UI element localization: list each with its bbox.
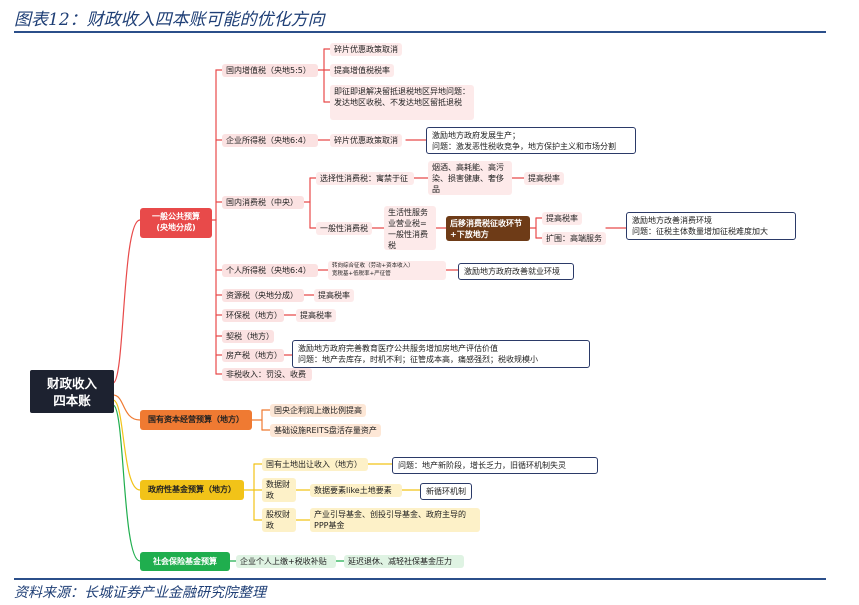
consumption-note-line1: 激励地方改善消费环境 — [632, 216, 712, 225]
land-note: 问题：地产新阶段，增长乏力，旧循环机制失灵 — [392, 457, 598, 474]
general-budget-sublabel: (央地分成) — [156, 223, 196, 232]
root-node: 财政收入四本账 — [30, 370, 114, 413]
soe-item-1: 国央企利润上缴比例提高 — [270, 404, 366, 417]
selective-action: 提高税率 — [524, 172, 564, 185]
root-label: 财政收入四本账 — [47, 376, 98, 408]
equity-item: 产业引导基金、创投引导基金、政府主导的PPP基金 — [310, 508, 480, 532]
title-rule — [14, 31, 826, 33]
consumption-node: 国内消费税（中央） — [222, 196, 304, 209]
general-budget-node: 一般公共预算 (央地分成) — [140, 208, 212, 238]
nontax-node: 非税收入：罚没、收费 — [222, 368, 312, 381]
general-consumption-detail: 生活性服务业营业税=一般性消费税 — [384, 206, 436, 250]
pit-note: 激励地方政府改善就业环境 — [458, 263, 574, 280]
cit-note: 激励地方政府发展生产； 问题：激发恶性税收竞争，地方保护主义和市场分割 — [426, 127, 636, 154]
pit-node: 个人所得税（央地6:4） — [222, 264, 318, 277]
source-note: 资料来源：长城证券产业金融研究院整理 — [14, 585, 266, 601]
cit-note-line2: 问题：激发恶性税收竞争，地方保护主义和市场分割 — [432, 142, 616, 151]
consumption-action-2: 扩围：高端服务 — [542, 232, 606, 245]
resource-tax-node: 资源税（央地分成） — [222, 289, 304, 302]
selective-tax-node: 选择性消费税：寓禁于征 — [316, 172, 414, 185]
soe-item-2: 基础设施REITS盘活存量资产 — [270, 424, 381, 437]
general-budget-label: 一般公共预算 — [152, 212, 200, 221]
cit-note-line1: 激励地方政府发展生产； — [432, 131, 520, 140]
property-tax-note: 激励地方政府完善教育医疗公共服务增加房地产评估价值 问题：地产去库存，时机不利；… — [292, 340, 590, 368]
vat-item-3-line1: 即征即退解决留抵退税地区异地问题： — [334, 87, 470, 96]
property-tax-node: 房产税（地方） — [222, 349, 284, 362]
social-item-2: 延迟退休、减轻社保基金压力 — [344, 555, 464, 568]
pit-item-line2: 宽税基+低税率+严征管 — [332, 271, 391, 277]
general-consumption-node: 一般性消费税 — [316, 222, 372, 235]
data-item: 数据要素like土地要素 — [310, 484, 402, 497]
selective-items: 烟酒、高耗能、高污染、损害健康、奢侈品 — [428, 161, 512, 195]
deed-tax-node: 契税（地方） — [222, 330, 274, 343]
resource-tax-item: 提高税率 — [314, 289, 354, 302]
figure-title: 图表12：财政收入四本账可能的优化方向 — [14, 10, 325, 30]
property-note-line2: 问题：地产去库存，时机不利；征管成本高，痛感强烈；税收规模小 — [298, 355, 538, 364]
equity-fiscal-node: 股权财政 — [262, 508, 296, 532]
pit-item: 转向综合征收（劳动+资本收入） 宽税基+低税率+严征管 — [328, 261, 446, 280]
vat-item-2: 提高增值税税率 — [330, 64, 394, 77]
data-fiscal-node: 数据财政 — [262, 478, 296, 502]
fund-budget-node: 政府性基金预算（地方） — [140, 480, 244, 500]
pit-item-line1: 转向综合征收（劳动+资本收入） — [332, 263, 414, 269]
vat-node: 国内增值税（央地5:5） — [222, 64, 318, 77]
vat-item-3-line2: 发达地区收税、不发达地区留抵退税 — [334, 98, 462, 107]
cit-node: 企业所得税（央地6:4） — [222, 134, 318, 147]
social-item-1: 企业个人上缴+税收补贴 — [236, 555, 336, 568]
soe-budget-node: 国有资本经营预算（地方） — [140, 410, 252, 430]
consumption-note-line2: 问题：征税主体数量增加征税难度加大 — [632, 227, 768, 236]
shift-collection-node: 后移消费税征收环节+下放地方 — [446, 216, 530, 241]
data-note: 新循环机制 — [420, 483, 472, 500]
vat-item-3: 即征即退解决留抵退税地区异地问题： 发达地区收税、不发达地区留抵退税 — [330, 85, 474, 120]
consumption-action-1: 提高税率 — [542, 212, 582, 225]
consumption-note: 激励地方改善消费环境 问题：征税主体数量增加征税难度加大 — [626, 212, 796, 240]
vat-item-1: 碎片优惠政策取消 — [330, 43, 402, 56]
env-tax-node: 环保税（地方） — [222, 309, 284, 322]
footer-rule — [14, 578, 826, 580]
env-tax-item: 提高税率 — [296, 309, 336, 322]
cit-item: 碎片优惠政策取消 — [330, 134, 402, 147]
property-note-line1: 激励地方政府完善教育医疗公共服务增加房地产评估价值 — [298, 344, 498, 353]
land-transfer-node: 国有土地出让收入（地方） — [262, 458, 368, 471]
social-budget-node: 社会保险基金预算 — [140, 552, 230, 571]
